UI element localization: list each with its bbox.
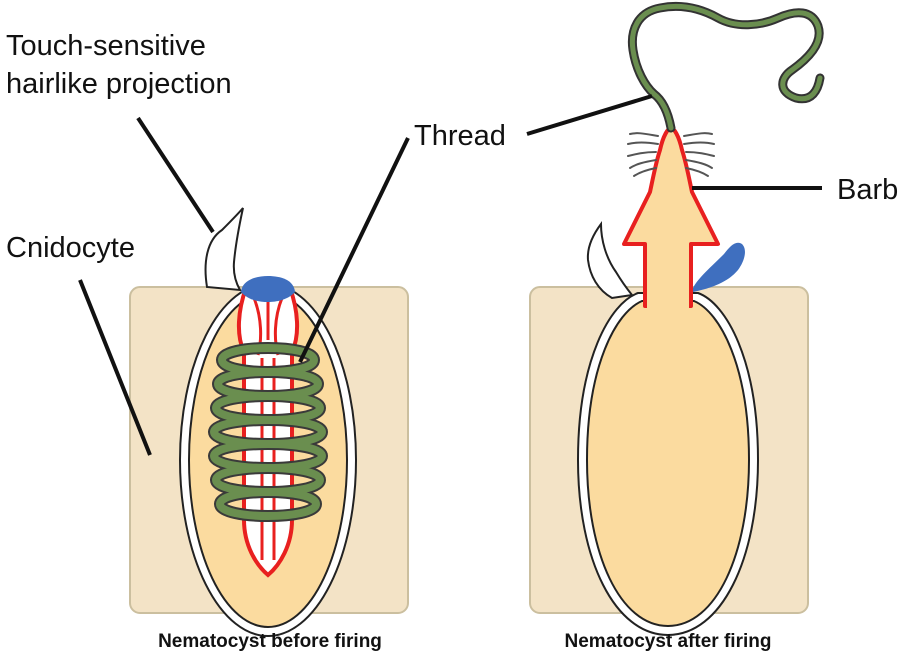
label-touch-line1: Touch-sensitive <box>6 30 206 62</box>
label-barb: Barb <box>837 174 898 206</box>
hairlike-projection-after <box>586 221 634 300</box>
panel-before-firing <box>78 116 410 637</box>
caption-before-firing: Nematocyst before firing <box>158 631 382 652</box>
label-touch-line2: hairlike projection <box>6 68 232 100</box>
capsule-interior-after <box>585 300 751 628</box>
label-thread: Thread <box>414 120 506 152</box>
leader-cnidocyte <box>78 279 152 456</box>
discharged-thread <box>629 3 823 131</box>
panel-after-firing <box>526 1 825 637</box>
operculum-after <box>693 242 745 292</box>
leader-touch <box>136 116 215 234</box>
label-cnidocyte: Cnidocyte <box>6 232 135 264</box>
inverted-tubule <box>236 286 300 578</box>
caption-after-firing: Nematocyst after firing <box>565 631 772 652</box>
coiled-thread <box>208 342 329 522</box>
leader-thread-left <box>298 137 410 363</box>
operculum-before <box>241 276 295 302</box>
hairlike-projection-before <box>204 207 244 292</box>
leader-thread-right <box>526 94 653 136</box>
tubule-junction <box>647 290 689 312</box>
barb-spines <box>627 132 715 177</box>
tubule-inner-strands <box>252 297 284 560</box>
